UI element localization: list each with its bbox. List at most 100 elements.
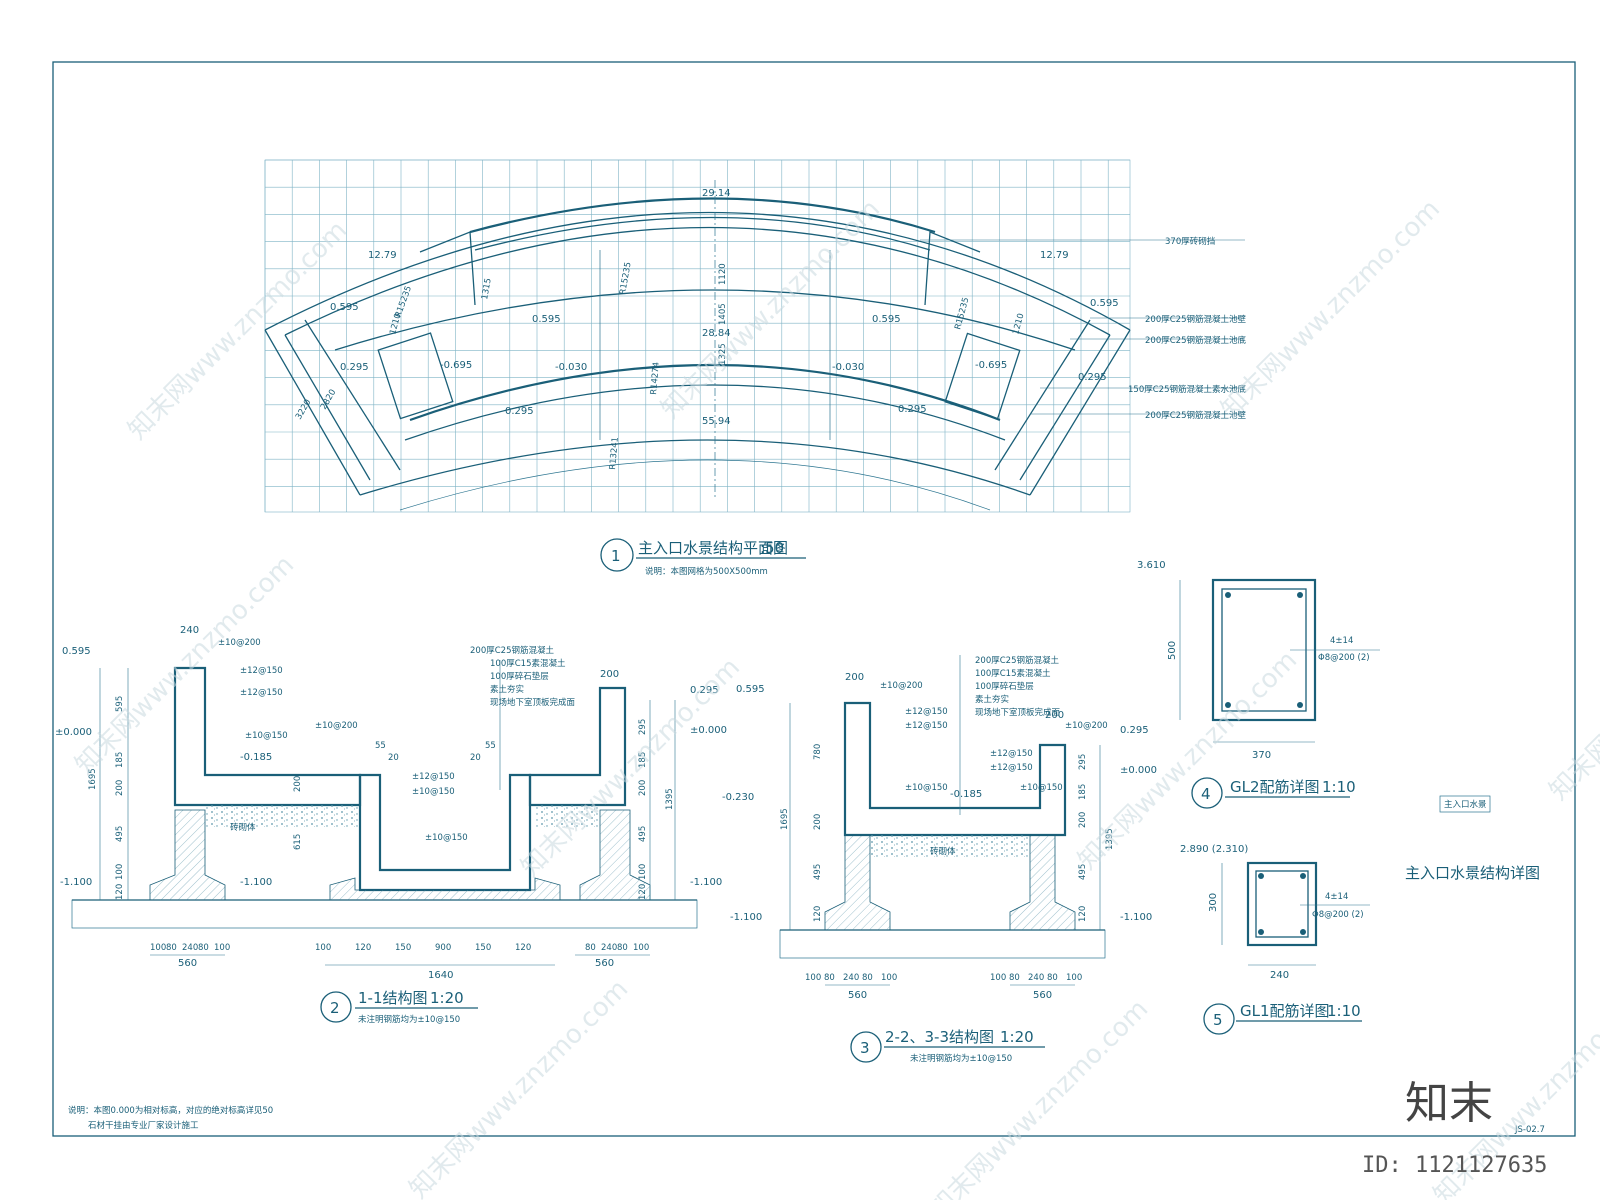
plan-radius-c: R15235	[618, 261, 634, 295]
dim-value: 100	[150, 943, 166, 953]
gl2-bar-tr	[1297, 592, 1303, 598]
sec1-elev-n1100-l: -1.100	[60, 877, 92, 888]
dim-value: 100	[881, 973, 897, 983]
sec1-title-scale: 1:20	[430, 989, 464, 1007]
gl1-bar: 4±14	[1325, 892, 1348, 902]
sec1-title-circle	[320, 991, 352, 1023]
sec1-elev-n1100-r: -1.100	[690, 877, 722, 888]
sec1-w200: 200	[600, 669, 619, 680]
dim-value: 900	[435, 943, 451, 953]
plan-inner-arc-2	[404, 384, 1006, 441]
dim-value: 150	[475, 943, 491, 953]
sec1-rebar-3: ±12@150	[240, 688, 283, 698]
dim-value: 100	[1066, 973, 1082, 983]
gl1-w: 240	[1270, 970, 1289, 981]
plan-callout-3: 200厚C25钢筋混凝土池底	[1145, 335, 1246, 346]
watermark-9: 知末网www.znzmo.com	[924, 994, 1155, 1200]
sec1-v200r: 200	[638, 780, 648, 796]
sec2-rebar-8: ±10@150	[1020, 783, 1063, 793]
sec1-rebar-4: ±10@150	[245, 731, 288, 741]
gl1-title-scale: 1:10	[1327, 1002, 1361, 1020]
dim-value: 80	[1009, 973, 1020, 983]
gl2-w: 370	[1252, 750, 1271, 761]
sec2-title-scale: 1:20	[1000, 1028, 1034, 1046]
dim-value: 100	[214, 943, 230, 953]
plan-callout-4: 150厚C25钢筋混凝土素水池底	[1128, 384, 1246, 395]
sec2-rebar-5: ±10@200	[1065, 721, 1108, 731]
plan-dim-1325: 1325	[718, 343, 728, 365]
sec1-brick: 砖砌体	[230, 822, 256, 833]
gl1-bar-tl	[1258, 873, 1264, 879]
sec1-rebar-1: ±10@200	[218, 638, 261, 648]
plan-mid-arc	[334, 289, 1076, 351]
sec1-v1395: 1395	[665, 788, 675, 810]
dim-value: 240	[843, 973, 859, 983]
sec2-rebar-1: ±10@200	[880, 681, 923, 691]
plan-elev-n0695-l: -0.695	[440, 360, 472, 371]
gl1-section	[1246, 861, 1318, 947]
plan-left-pit	[377, 332, 454, 420]
sheet-small-box-text: 主入口水景	[1444, 799, 1487, 810]
sec1-note: 未注明钢筋均为±10@150	[358, 1014, 460, 1025]
sec2-v1395: 1395	[1105, 828, 1115, 850]
gl1-bar-tr	[1300, 873, 1306, 879]
dim-value: 240	[601, 943, 617, 953]
plan-top-wall-inner	[474, 216, 931, 251]
plan-title: 主入口水景结构平面图	[638, 539, 788, 557]
sec1-v615: 615	[293, 834, 303, 850]
plan-elev-n0030-l: -0.030	[555, 362, 587, 373]
sec2-v1695: 1695	[780, 808, 790, 830]
sec1-bl-total: 560	[178, 958, 197, 969]
gl1-detail: 2.890 (2.310) 300 240 4±14 Φ8@200 (2) 5 …	[1180, 844, 1370, 1035]
sec2-elev-n0230: -0.230	[722, 792, 754, 803]
plan-elev-0295-cl: 0.295	[505, 406, 534, 417]
sec1-elev-0595: 0.595	[62, 646, 91, 657]
sheet-number: JS-02.7	[1514, 1125, 1545, 1135]
sec2-rebar-6: ±12@150	[990, 749, 1033, 759]
plan-elev-0295-l: 0.295	[340, 362, 369, 373]
dim-value: 80	[862, 973, 873, 983]
sec1-v20b: 20	[470, 753, 481, 763]
plan-title-number: 1	[611, 547, 621, 565]
watermark-3: 知末网www.znzmo.com	[1215, 194, 1446, 425]
sec2-brick: 砖砌体	[930, 846, 956, 857]
sec2-v780: 780	[813, 744, 823, 760]
sec1-elev-000-r: ±0.000	[690, 725, 727, 736]
sec2-elev-n0185: -0.185	[950, 789, 982, 800]
sec1-rebar-7: ±10@150	[412, 787, 455, 797]
gl1-stirrup	[1255, 870, 1309, 938]
plan-left-edge-2	[284, 334, 371, 481]
sec1-layer-2: 100厚C15素混凝土	[490, 658, 566, 669]
sec2-w200b: 200	[1045, 710, 1064, 721]
plan-dim-55-94: 55.94	[702, 416, 731, 427]
sec1-rebar-6: ±12@150	[412, 772, 455, 782]
sec1-layer-5: 现场地下室顶板完成面	[490, 697, 576, 708]
plan-callout-5: 200厚C25钢筋混凝土池壁	[1145, 410, 1246, 421]
sec1-gravel-right	[535, 805, 600, 827]
sec1-br-total: 560	[595, 958, 614, 969]
gl2-elev: 3.610	[1137, 560, 1166, 571]
plan-right-notch	[924, 231, 981, 306]
sec2-v120r: 120	[1078, 906, 1088, 922]
gl2-title: GL2配筋详图	[1230, 778, 1320, 796]
gl2-title-number: 4	[1201, 785, 1211, 803]
watermark-id: ID: 1121127635	[1362, 1153, 1547, 1178]
gl2-bar-br	[1297, 702, 1303, 708]
gl1-elev: 2.890 (2.310)	[1180, 844, 1248, 855]
sec2-elev-000: ±0.000	[1120, 765, 1157, 776]
plan-right-edge-2	[1019, 334, 1111, 481]
sec1-layer-4: 素土夯实	[490, 684, 524, 695]
plan-note: 说明：本图网格为500X500mm	[645, 566, 768, 577]
dim-value: 240	[182, 943, 198, 953]
dim-value: 80	[617, 943, 628, 953]
sec2-v200: 200	[813, 814, 823, 830]
sec2-v120: 120	[813, 906, 823, 922]
watermark-2: 知末网www.znzmo.com	[655, 194, 886, 425]
sec1-rebar-8: ±10@150	[425, 833, 468, 843]
plan-right-edge-3	[994, 319, 1091, 471]
sec1-w240: 240	[180, 625, 199, 636]
dim-value: 100	[990, 973, 1006, 983]
plan-title-scale: :50	[760, 539, 784, 557]
watermark-1: 知末网www.znzmo.com	[123, 215, 354, 446]
watermark-7: 知末网www.znzmo.com	[1544, 576, 1600, 807]
